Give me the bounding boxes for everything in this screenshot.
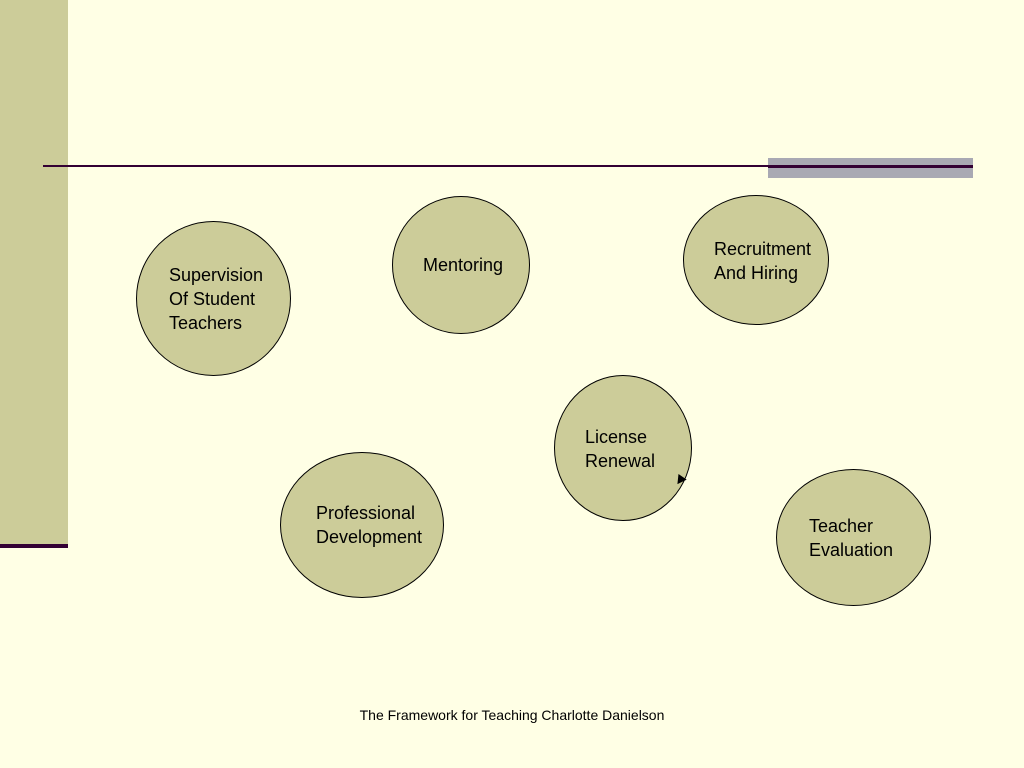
- node-recruitment-line1: Recruitment: [714, 239, 812, 259]
- node-mentoring-label: Mentoring: [423, 253, 503, 277]
- node-supervision-line1: Supervision: [169, 265, 264, 285]
- title-divider: [43, 165, 973, 167]
- title-accent-line: [768, 165, 973, 168]
- node-professional-line1: Professional: [316, 503, 416, 523]
- node-recruitment: [683, 195, 829, 325]
- node-recruitment-label: Recruitment And Hiring: [714, 237, 811, 285]
- left-sidebar-underline: [0, 544, 68, 548]
- node-evaluation-label: Teacher Evaluation: [809, 514, 893, 562]
- title-accent-block: [768, 158, 973, 178]
- node-professional-label: Professional Development: [316, 501, 422, 549]
- node-license-line1: License: [585, 427, 648, 447]
- node-mentoring: [392, 196, 530, 334]
- node-supervision: [136, 221, 291, 376]
- node-license-label: License Renewal: [585, 425, 655, 473]
- node-supervision-label: Supervision Of Student Teachers: [169, 263, 263, 335]
- node-professional: [280, 452, 444, 598]
- node-recruitment-line2: And Hiring: [714, 263, 799, 283]
- node-evaluation-line2: Evaluation: [809, 540, 894, 560]
- node-supervision-line2: Of Student: [169, 289, 256, 309]
- node-mentoring-line1: Mentoring: [423, 255, 504, 275]
- footer-caption: The Framework for Teaching Charlotte Dan…: [359, 707, 665, 723]
- left-sidebar-bar: [0, 0, 68, 544]
- node-license-line2: Renewal: [585, 451, 656, 471]
- node-professional-line2: Development: [316, 527, 423, 547]
- node-supervision-line3: Teachers: [169, 313, 243, 333]
- node-evaluation: [776, 469, 931, 606]
- node-evaluation-line1: Teacher: [809, 516, 874, 536]
- node-license: [554, 375, 692, 521]
